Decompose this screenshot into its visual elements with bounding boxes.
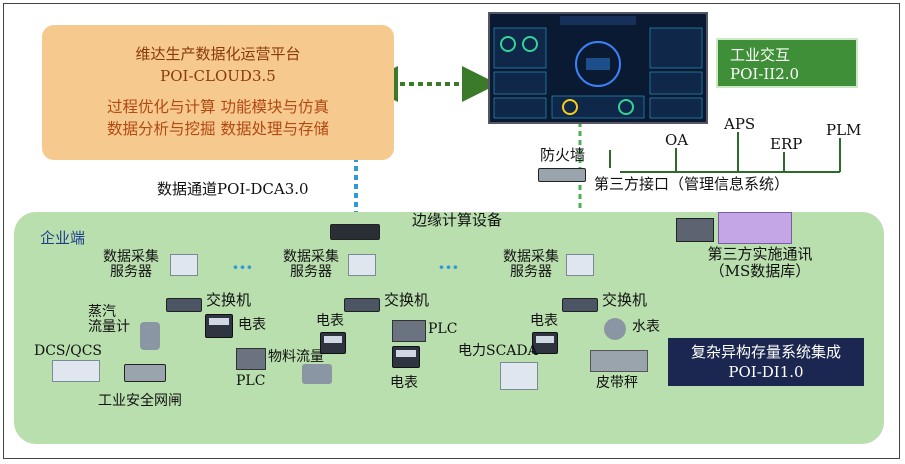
oa-label: OA (665, 131, 689, 149)
plc-1-icon (236, 348, 266, 370)
database-rack-icon (718, 212, 792, 244)
dcs-qcs-label: DCS/QCS (34, 343, 103, 359)
material-flow-icon (302, 364, 332, 384)
enterprise-label: 企业端 (40, 229, 86, 247)
water-meter-label: 水表 (632, 319, 660, 335)
collection-server-2-line2: 服务器 (290, 264, 332, 281)
edge-device-icon (330, 224, 380, 240)
integration-version: POI-DI1.0 (728, 363, 804, 382)
industrial-interaction-title: 工业交互 (730, 46, 791, 64)
third-party-comm-line2: （MS数据库） (709, 261, 811, 280)
ellipsis-2: ··· (438, 255, 459, 279)
cloud-functions-2: 数据分析与挖掘 数据处理与存储 (107, 120, 329, 138)
material-flow-label: 物料流量 (268, 349, 324, 365)
switch-3-icon (562, 298, 598, 312)
erp-label: ERP (770, 135, 803, 153)
collection-server-2-line1: 数据采集 (283, 249, 339, 265)
switch-2-label: 交换机 (384, 291, 430, 309)
electric-meter-4-label: 电表 (530, 313, 558, 329)
dashboard-graphic (493, 16, 703, 119)
electric-meter-1-icon (205, 314, 233, 338)
switch-1-label: 交换机 (206, 291, 252, 309)
firewall-label: 防火墙 (540, 146, 586, 164)
third-party-comm-label: 第三方实施通讯 （MS数据库） (700, 246, 820, 279)
industrial-interaction-box: 工业交互 POI-II2.0 (716, 38, 858, 88)
comm-server-icon (676, 218, 714, 242)
electric-meter-2-label: 电表 (316, 313, 344, 329)
steam-meter-icon (140, 322, 160, 350)
steam-meter-label: 蒸汽 流量计 (88, 304, 130, 336)
collection-server-2-icon (348, 254, 376, 276)
third-party-comm-line1: 第三方实施通讯 (707, 245, 813, 263)
power-scada-label: 电力SCADA (458, 343, 538, 359)
cloud-functions-1: 过程优化与计算 功能模块与仿真 (107, 98, 329, 116)
collection-server-label-2: 数据采集 服务器 (276, 249, 346, 281)
plc-2-icon (392, 320, 426, 342)
aps-label: APS (724, 115, 756, 133)
data-channel-label: 数据通道POI-DCA3.0 (157, 180, 309, 198)
industrial-gateway-label: 工业安全网闸 (98, 393, 182, 409)
electric-meter-1-label: 电表 (238, 317, 266, 333)
cloud-title: 维达生产数据化运营平台 (135, 45, 301, 63)
industrial-gateway-icon (124, 364, 166, 382)
plc-1-label: PLC (236, 373, 266, 389)
electric-meter-4-icon (532, 332, 558, 354)
cloud-version: POI-CLOUD3.5 (160, 67, 276, 85)
electric-meter-3-label: 电表 (390, 375, 418, 391)
plc-2-label: PLC (428, 321, 458, 337)
third-party-interface-label: 第三方接口（管理信息系统） (594, 175, 790, 193)
collection-server-1-icon (170, 254, 198, 276)
power-scada-icon (500, 362, 538, 390)
third-party-tree (609, 132, 841, 173)
switch-2-icon (344, 298, 380, 312)
switch-3-label: 交换机 (602, 291, 648, 309)
dcs-qcs-icon (52, 360, 100, 382)
plm-label: PLM (826, 121, 862, 139)
cloud-platform-box: 维达生产数据化运营平台 POI-CLOUD3.5 过程优化与计算 功能模块与仿真… (42, 25, 394, 160)
water-meter-icon (604, 318, 626, 340)
industrial-interaction-version: POI-II2.0 (730, 65, 800, 83)
integration-box: 复杂异构存量系统集成 POI-DI1.0 (668, 338, 864, 386)
collection-server-3-icon (566, 254, 594, 276)
electric-meter-3-icon (392, 346, 420, 368)
dashboard-screen-image (488, 12, 708, 124)
switch-1-icon (166, 298, 202, 312)
belt-scale-icon (590, 350, 648, 372)
edge-device-label: 边缘计算设备 (412, 211, 503, 229)
firewall-icon (538, 168, 586, 182)
collection-server-3-line2: 服务器 (510, 264, 552, 281)
collection-server-label-3: 数据采集 服务器 (496, 249, 566, 281)
collection-server-label-1: 数据采集 服务器 (96, 249, 166, 281)
collection-server-1-line2: 服务器 (110, 264, 152, 281)
belt-scale-label: 皮带秤 (596, 375, 638, 391)
integration-title: 复杂异构存量系统集成 (690, 343, 841, 361)
diagram-frame (3, 3, 900, 459)
collection-server-3-line1: 数据采集 (503, 249, 559, 265)
electric-meter-2-icon (320, 332, 346, 354)
collection-server-1-line1: 数据采集 (103, 249, 159, 265)
ellipsis-1: ··· (232, 255, 253, 279)
